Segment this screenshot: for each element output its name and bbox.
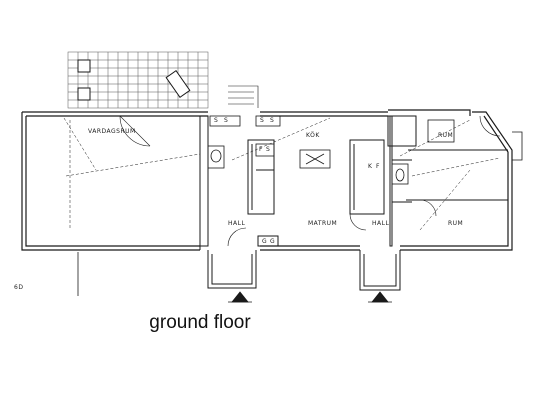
fixture-label: S <box>270 117 275 124</box>
dimension-lines <box>63 117 501 231</box>
section-markers <box>77 252 392 303</box>
right-window-bump <box>512 131 523 161</box>
bathroom-fixtures <box>207 119 455 185</box>
room-label-hall-right: HALL <box>372 220 390 227</box>
fixture-label: F <box>376 163 380 170</box>
room-label-matrum: MATRUM <box>308 220 338 227</box>
fixture-label: K <box>368 163 373 170</box>
terrace-furniture <box>77 59 191 101</box>
fixture-label: S <box>224 117 229 124</box>
room-label-rum-bottom: RUM <box>448 220 464 227</box>
fixture-label: F <box>259 146 263 153</box>
bottom-entries <box>199 235 401 291</box>
fixture-label: S <box>266 146 271 153</box>
floor-caption: ground floor <box>149 312 251 333</box>
room-label-vardagsrum: VARDAGSRUM <box>88 128 136 135</box>
door-swings <box>119 115 501 247</box>
outer-walls <box>21 109 513 251</box>
fixture-label: S <box>260 117 265 124</box>
fixture-label: G <box>262 238 268 245</box>
room-label-hall-left: HALL <box>228 220 246 227</box>
fixture-label: G <box>270 238 276 245</box>
fixture-label: S <box>214 117 219 124</box>
margin-note: 6D <box>14 284 24 291</box>
room-label-kok: KÖK <box>306 132 320 139</box>
room-label-rum-top: RUM <box>438 132 454 139</box>
kitchen-counters <box>209 115 331 169</box>
entry-steps-top <box>228 85 259 108</box>
